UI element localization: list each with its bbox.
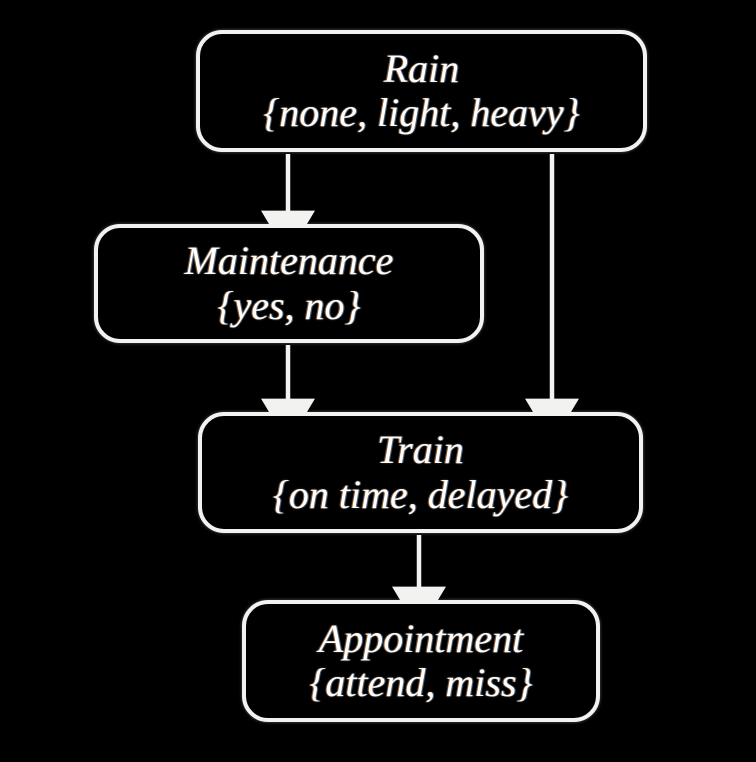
node-appointment-label: Appointment	[318, 615, 524, 661]
node-train[interactable]: Train {on time, delayed}	[198, 412, 643, 533]
node-rain-states: {none, light, heavy}	[263, 90, 580, 135]
node-maintenance-states: {yes, no}	[217, 282, 361, 328]
node-train-label: Train	[377, 427, 464, 473]
node-appointment[interactable]: Appointment {attend, miss}	[242, 600, 600, 722]
node-rain-label: Rain	[383, 45, 460, 91]
node-maintenance[interactable]: Maintenance {yes, no}	[94, 224, 484, 343]
node-appointment-states: {attend, miss}	[309, 660, 533, 705]
node-rain[interactable]: Rain {none, light, heavy}	[196, 30, 647, 152]
node-maintenance-label: Maintenance	[184, 238, 394, 284]
node-train-states: {on time, delayed}	[272, 471, 569, 517]
